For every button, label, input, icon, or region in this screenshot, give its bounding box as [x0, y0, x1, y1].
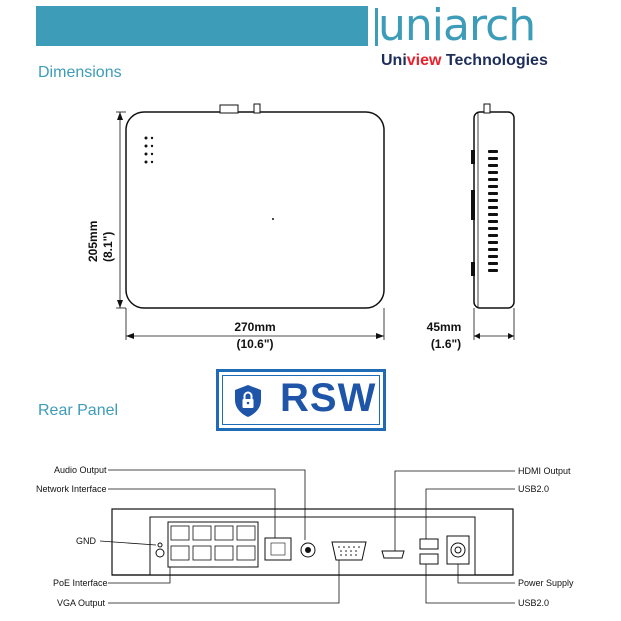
usb-port-top: [419, 538, 439, 550]
height-in-label: (1.6"): [431, 337, 461, 351]
top-view-connector: [219, 104, 239, 114]
top-view-outline: [125, 111, 385, 309]
label-power-supply: Power Supply: [518, 578, 574, 588]
width-mm-label: 270mm: [234, 320, 275, 334]
label-network-interface: Network Interface: [36, 484, 107, 494]
depth-mm-label: 205mm: [86, 221, 100, 262]
width-in-label: (10.6"): [236, 337, 273, 351]
usb-port-bottom: [419, 553, 439, 565]
header-color-bar: [36, 6, 368, 46]
label-usb-top: USB2.0: [518, 484, 550, 494]
section-title-dimensions: Dimensions: [38, 64, 122, 81]
brand-subtitle: Uniview Technologies: [381, 52, 548, 69]
label-usb-bottom: USB2.0: [518, 598, 550, 608]
shield-lock-icon: [235, 385, 261, 417]
hdmi-port: [381, 550, 405, 559]
rsw-badge: RSW: [216, 369, 386, 431]
label-hdmi-output: HDMI Output: [518, 466, 571, 476]
height-mm-label: 45mm: [427, 320, 462, 334]
vga-port: [331, 541, 367, 561]
side-view-vents: [488, 150, 498, 272]
label-poe-interface: PoE Interface: [53, 578, 108, 588]
logo-divider: [375, 8, 378, 46]
label-audio-output: Audio Output: [54, 465, 107, 475]
depth-in-label: (8.1"): [101, 232, 115, 262]
label-gnd: GND: [76, 536, 96, 546]
side-view-outline: [473, 111, 515, 309]
section-title-rear-panel: Rear Panel: [38, 402, 119, 419]
brand-logo: uniarch: [378, 0, 536, 51]
top-view-antenna: [253, 103, 261, 114]
label-vga-output: VGA Output: [57, 598, 106, 608]
rsw-text: RSW: [280, 376, 377, 420]
